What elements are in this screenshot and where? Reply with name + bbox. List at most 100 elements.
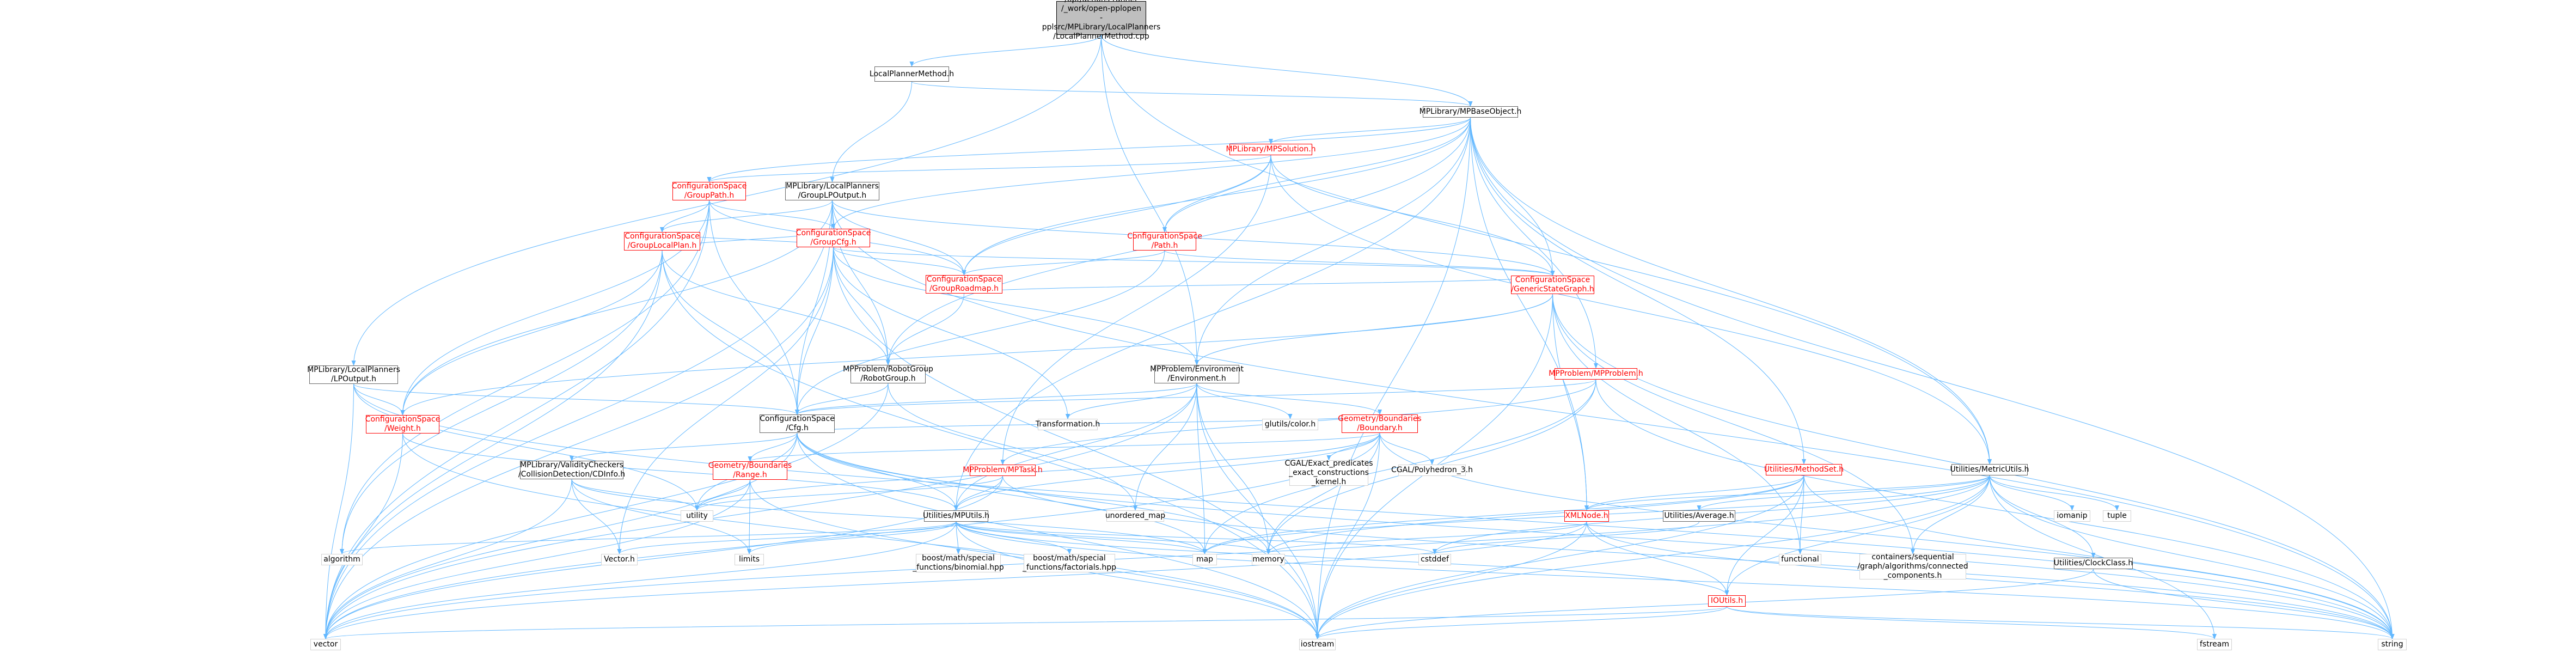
edge-xmlnode-to-memory	[1266, 521, 1587, 554]
edge-groupcfg-to-robgroup	[833, 247, 890, 365]
node-fstream[interactable]: fstream	[2197, 639, 2232, 650]
edge-groupcfg-to-iostream	[833, 247, 1320, 639]
edge-env-to-vector	[323, 383, 1197, 639]
node-lpout[interactable]: MPLibrary/LocalPlanners /LPOutput.h	[307, 365, 400, 384]
node-metricutils[interactable]: Utilities/MetricUtils.h	[1950, 464, 2029, 475]
node-groupcfg[interactable]: ConfigurationSpace /GroupCfg.h	[796, 229, 871, 247]
edge-xmlnode-to-iostream	[1315, 521, 1587, 639]
node-functional[interactable]: functional	[1779, 554, 1821, 565]
node-mputils[interactable]: Utilities/MPUtils.h	[923, 510, 989, 522]
edge-metricutils-to-vector	[323, 475, 1990, 639]
node-cfg[interactable]: ConfigurationSpace /Cfg.h	[760, 414, 835, 433]
edge-metricutils-to-tuple	[1989, 475, 2119, 511]
edge-cdinfo-to-utility	[571, 479, 699, 511]
edge-groupcfg-to-groadmap	[833, 247, 966, 276]
node-unordered_map[interactable]: unordered_map	[1105, 510, 1165, 522]
node-label: utility	[686, 511, 708, 520]
node-mpprob[interactable]: MPProblem/MPProblem.h	[1549, 368, 1643, 380]
node-label: /opt/actions-runner /_work/open-pplopen …	[1042, 0, 1161, 41]
node-methodset[interactable]: Utilities/MethodSet.h	[1764, 464, 1844, 475]
edge-lpout-to-utility	[353, 383, 699, 511]
edge-env-to-boundary	[1196, 383, 1382, 415]
node-average[interactable]: Utilities/Average.h	[1663, 510, 1735, 522]
edge-cdinfo-to-map	[571, 479, 1207, 554]
node-range[interactable]: Geometry/Boundaries /Range.h	[708, 461, 792, 480]
node-groadmap[interactable]: ConfigurationSpace /GroupRoadmap.h	[926, 275, 1002, 294]
node-clockclass[interactable]: Utilities/ClockClass.h	[2054, 558, 2133, 569]
node-iostream[interactable]: iostream	[1299, 639, 1336, 650]
node-weight[interactable]: ConfigurationSpace /Weight.h	[365, 415, 440, 434]
node-cstddef[interactable]: cstddef	[1418, 554, 1451, 565]
edge-lpgout-to-weight	[400, 200, 833, 416]
node-glutscolor[interactable]: glutils/color.h	[1262, 419, 1318, 430]
node-label: string	[2381, 640, 2403, 649]
node-memory[interactable]: memory	[1252, 554, 1285, 565]
node-string[interactable]: string	[2378, 639, 2407, 650]
node-binomial[interactable]: boost/math/special _functions/binomial.h…	[913, 554, 1004, 572]
node-limits[interactable]: limits	[735, 554, 764, 565]
node-gsg[interactable]: ConfigurationSpace /GenericStateGraph.h	[1511, 276, 1594, 294]
node-label: functional	[1781, 555, 1819, 564]
edge-grouppath-to-cfg	[709, 200, 799, 415]
node-env[interactable]: MPProblem/Environment /Environment.h	[1150, 365, 1244, 383]
edge-grouplocal-to-weight	[400, 250, 663, 416]
node-boundary[interactable]: Geometry/Boundaries /Boundary.h	[1338, 414, 1422, 433]
edge-mpsol-to-gsg	[1270, 155, 1555, 276]
node-grouppath[interactable]: ConfigurationSpace /GroupPath.h	[672, 182, 747, 200]
edge-metricutils-to-iostream	[1315, 475, 1990, 639]
edge-robgroup-to-cfg	[795, 383, 889, 415]
node-lpgout[interactable]: MPLibrary/LocalPlanners /GroupLPOutput.h	[785, 182, 879, 200]
node-ioutils[interactable]: IOUtils.h	[1708, 595, 1746, 607]
node-vector[interactable]: vector	[310, 639, 341, 650]
node-robgroup[interactable]: MPProblem/RobotGroup /RobotGroup.h	[843, 365, 933, 383]
node-transformation[interactable]: Transformation.h	[1036, 419, 1100, 430]
edge-env-to-iostream	[1196, 383, 1320, 639]
node-label: LocalPlannerMethod.h	[869, 69, 954, 78]
edge-ioutils-to-iostream	[1315, 606, 1727, 639]
edge-root-to-lpm	[909, 34, 1102, 67]
node-label: Geometry/Boundaries /Range.h	[708, 461, 792, 479]
edge-mputils-to-vector_h	[617, 521, 957, 554]
node-mptask[interactable]: MPProblem/MPTask.h	[963, 465, 1043, 476]
node-cspath[interactable]: ConfigurationSpace /Path.h	[1127, 232, 1202, 251]
edge-metricutils-to-iomanip	[1989, 475, 2075, 511]
edge-mputils-to-factorials	[956, 521, 1072, 554]
node-mpsol[interactable]: MPLibrary/MPSolution.h	[1226, 144, 1316, 155]
edge-clockclass-to-string	[2093, 569, 2395, 639]
node-label: MPProblem/MPTask.h	[963, 466, 1043, 474]
edge-cspath-to-gsg	[1164, 250, 1555, 276]
edge-clockclass-to-iostream	[1315, 569, 2094, 639]
edge-mptask-to-string	[1002, 475, 2395, 639]
node-xmlnode[interactable]: XMLNode.h	[1564, 510, 1609, 522]
node-map[interactable]: map	[1192, 554, 1217, 565]
edge-methodset-to-xmlnode	[1584, 475, 1804, 511]
node-cdinfo[interactable]: MPLibrary/ValidityCheckers /CollisionDet…	[518, 461, 625, 479]
node-cgalpoly[interactable]: CGAL/Polyhedron_3.h	[1391, 465, 1473, 476]
edge-methodset-to-ioutils	[1724, 475, 1804, 596]
edge-ioutils-to-vector	[323, 606, 1727, 639]
node-tuple[interactable]: tuple	[2103, 510, 2131, 522]
node-iomanip[interactable]: iomanip	[2054, 510, 2090, 522]
node-label: ConfigurationSpace /GroupCfg.h	[796, 229, 871, 247]
node-mpbase[interactable]: MPLibrary/MPBaseObject.h	[1419, 106, 1521, 118]
node-grouplocal[interactable]: ConfigurationSpace /GroupLocalPlan.h	[624, 232, 700, 251]
edge-mputils-to-string	[956, 521, 2395, 639]
node-factorials[interactable]: boost/math/special _functions/factorials…	[1023, 554, 1116, 572]
edge-mputils-to-vector	[323, 521, 957, 639]
edge-groupcfg-to-gsg	[833, 247, 1555, 276]
edge-gsg-to-xmlnode	[1552, 294, 1589, 511]
node-cgalexact[interactable]: CGAL/Exact_predicates _exact_constructio…	[1285, 459, 1373, 486]
edge-mputils-to-map	[956, 521, 1207, 554]
node-containers[interactable]: containers/sequential /graph/algorithms/…	[1857, 553, 1968, 580]
edge-metricutils-to-containers	[1911, 475, 1990, 554]
node-vector_h[interactable]: Vector.h	[601, 554, 638, 565]
node-label: iomanip	[2057, 511, 2088, 520]
edge-cdinfo-to-limits	[571, 479, 751, 554]
edge-boundary-to-cgalexact	[1326, 432, 1380, 461]
node-utility[interactable]: utility	[681, 510, 713, 522]
node-label: MPProblem/MPProblem.h	[1549, 369, 1643, 378]
edge-mputils-to-ioutils	[956, 521, 1729, 596]
node-algorithm[interactable]: algorithm	[321, 554, 363, 565]
node-lpm[interactable]: LocalPlannerMethod.h	[870, 66, 954, 82]
node-label: ConfigurationSpace /GroupLocalPlan.h	[625, 232, 700, 250]
